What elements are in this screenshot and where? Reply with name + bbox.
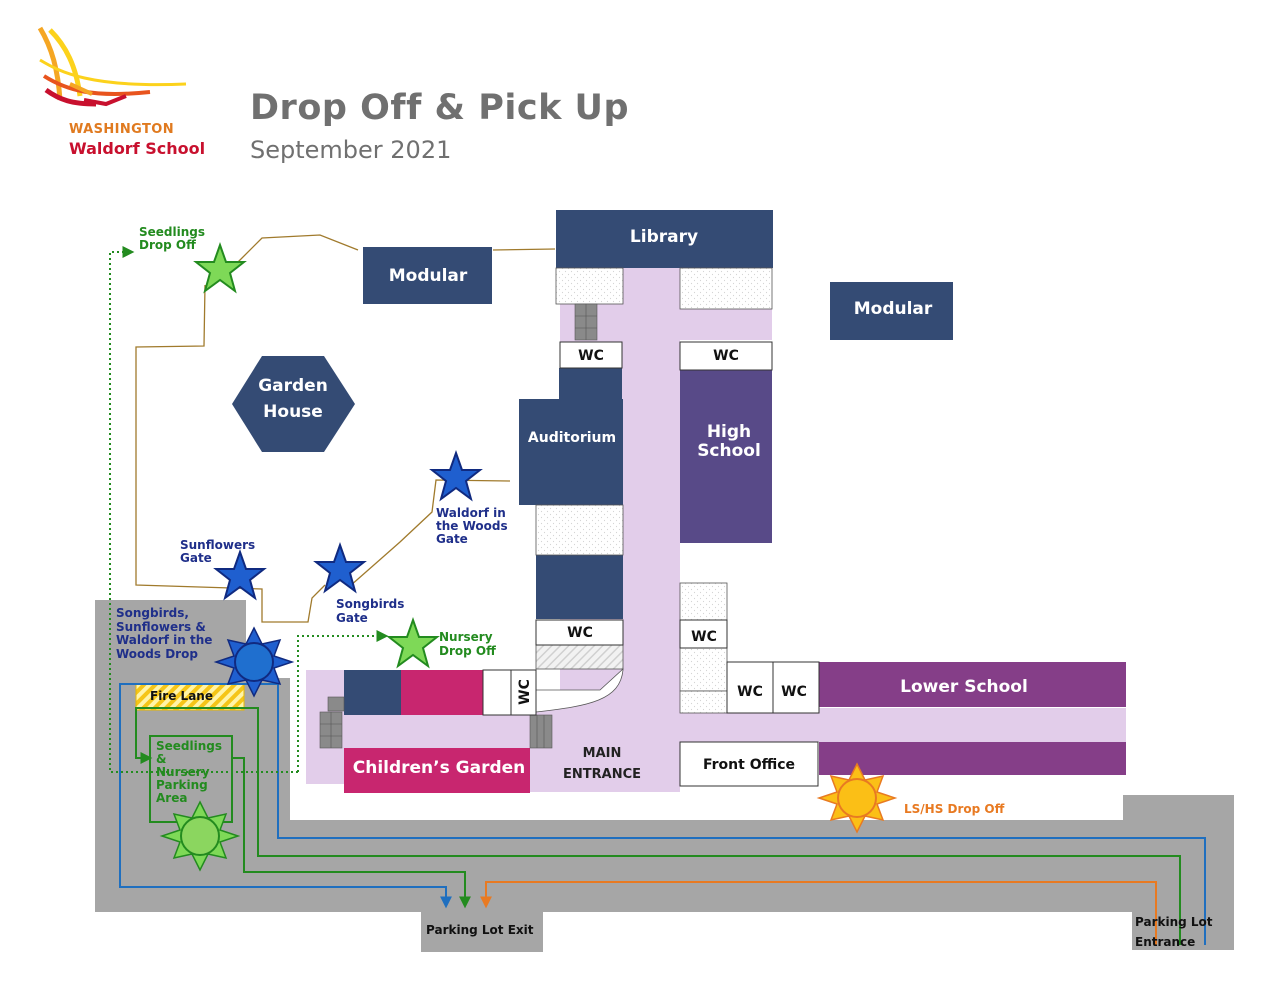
library-building	[556, 210, 773, 268]
wc-label: WC	[517, 679, 533, 705]
waldorf-woods-gate-label: the Woods	[436, 519, 508, 533]
room	[679, 647, 728, 692]
room	[679, 582, 728, 621]
parking-lot-entrance-label-1: Parking Lot	[1135, 915, 1213, 929]
sunflowers-gate-star-icon[interactable]	[213, 548, 267, 601]
library-label: Library	[630, 227, 698, 247]
wc-label: WC	[781, 684, 807, 700]
room	[679, 690, 728, 714]
high-school-label-2: School	[697, 441, 761, 461]
logo-text-washington: WASHINGTON	[69, 122, 175, 137]
parking-lot-road	[95, 600, 1234, 952]
room	[535, 644, 624, 670]
waldorf-woods-gate-star-icon[interactable]	[429, 449, 483, 502]
front-office-building	[679, 741, 819, 787]
lower-school-annex	[819, 742, 1126, 775]
lower-school-label: Lower School	[900, 677, 1028, 697]
modular-left-label: Modular	[389, 266, 468, 286]
high-school-building	[680, 370, 772, 543]
waldorf-woods-gate-label: Gate	[436, 532, 468, 546]
sunflowers-gate-label: Gate	[180, 551, 212, 565]
songbirds-gate-label: Gate	[336, 611, 368, 625]
songbirds-gate-star-icon[interactable]	[313, 541, 367, 594]
sunflowers-gate-label: Sunflowers	[180, 538, 255, 552]
room	[535, 504, 624, 556]
wc-label: WC	[691, 629, 717, 645]
logo-swoosh-icon	[37, 26, 187, 107]
lshs-drop-off-sun-icon[interactable]	[816, 762, 898, 834]
songbirds-drop-label: Waldorf in the	[116, 633, 212, 647]
garden-house-label-1: Garden	[258, 376, 328, 396]
main-entrance-label-1: MAIN	[583, 746, 622, 761]
wc-label: WC	[578, 348, 604, 364]
auditorium-label: Auditorium	[528, 430, 616, 446]
modular-right-building	[830, 282, 953, 340]
songbirds-drop-label: Woods Drop	[116, 647, 198, 661]
seedlings-drop-off-star-icon[interactable]	[193, 241, 247, 294]
lshs-drop-off-label: LS/HS Drop Off	[904, 802, 1005, 816]
parking-lot-entrance-label-2: Entrance	[1135, 935, 1195, 949]
seedlings-parking-sun-icon[interactable]	[159, 800, 241, 872]
fire-lane-area	[135, 683, 245, 711]
seedlings-parking-label: &	[156, 752, 166, 766]
seedlings-parking-label: Area	[156, 791, 187, 805]
waldorf-woods-gate-label: Waldorf in	[436, 506, 506, 520]
songbirds-drop-label: Sunflowers &	[116, 620, 206, 634]
main-entrance-label-2: ENTRANCE	[563, 767, 641, 782]
wc-label: WC	[713, 348, 739, 364]
page-subtitle: September 2021	[250, 136, 452, 164]
childrens-garden-annex	[401, 670, 483, 715]
nursery-drop-off-star-icon[interactable]	[386, 616, 440, 669]
garden-house-building	[232, 356, 355, 452]
garden-house-label-2: House	[263, 402, 323, 422]
wc-rooms	[482, 341, 820, 716]
high-school-label-1: High	[707, 422, 751, 442]
front-office-label: Front Office	[703, 757, 795, 773]
songbirds-drop-sun-icon[interactable]	[213, 626, 295, 698]
room	[679, 267, 773, 310]
songbirds-drop-label: Songbirds,	[116, 606, 189, 620]
room	[555, 267, 624, 305]
childrens-garden-building	[344, 748, 530, 793]
route-orange	[480, 881, 1157, 945]
route-blue	[119, 683, 1206, 945]
seedlings-parking-label: Seedlings	[156, 739, 222, 753]
wc-label: WC	[567, 625, 593, 641]
corridor-block	[559, 368, 622, 400]
seedlings-drop-off-label: Seedlings	[139, 225, 205, 239]
songbirds-gate-label: Songbirds	[336, 597, 404, 611]
modular-right-label: Modular	[854, 299, 933, 319]
seedlings-parking-label: Nursery	[156, 765, 210, 779]
modular-left-building	[363, 247, 492, 304]
fire-lane-label: Fire Lane	[150, 689, 213, 703]
auditorium-building	[519, 399, 623, 505]
seedlings-parking-label: Parking	[156, 778, 208, 792]
parking-lot-exit-label: Parking Lot Exit	[426, 923, 534, 937]
route-green-dotted	[109, 246, 389, 773]
logo-text-waldorf-school: Waldorf School	[69, 139, 206, 158]
seedlings-drop-off-label: Drop Off	[139, 238, 196, 252]
wc-label: WC	[737, 684, 763, 700]
page-title: Drop Off & Pick Up	[250, 88, 630, 128]
classroom-block	[536, 555, 623, 619]
nursery-drop-off-label: Nursery	[439, 630, 493, 644]
stairs-icon	[319, 303, 598, 749]
lower-school-building	[819, 662, 1126, 707]
nursery-block	[344, 670, 401, 715]
nursery-drop-off-label: Drop Off	[439, 644, 496, 658]
childrens-garden-label: Children’s Garden	[353, 758, 526, 778]
